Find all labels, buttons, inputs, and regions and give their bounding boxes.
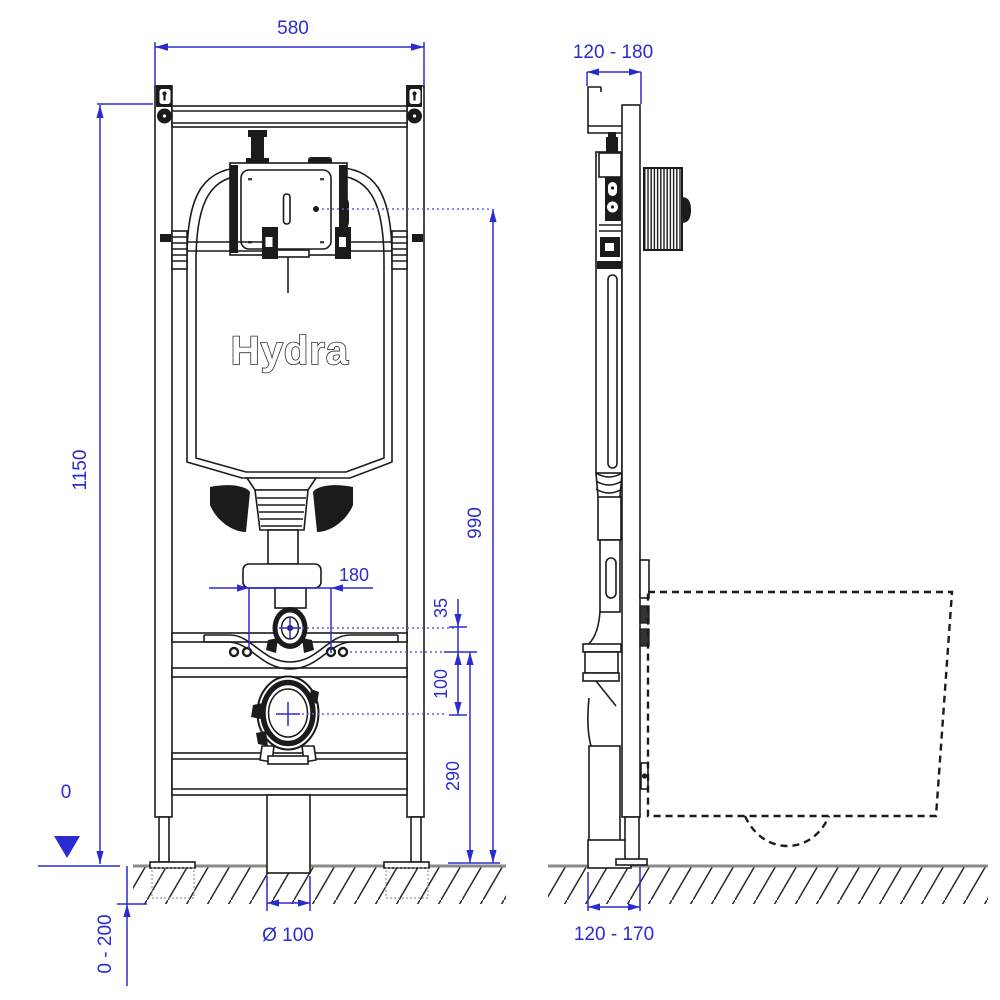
actuator-slot: [282, 193, 291, 225]
svg-text:580: 580: [277, 18, 309, 39]
top-crossbar: [171, 105, 408, 128]
svg-text:120 - 170: 120 - 170: [574, 924, 654, 945]
fixing-hole: [228, 646, 240, 658]
side-rail: [615, 104, 648, 866]
actuator-reference-point: [313, 206, 319, 212]
brand-logo: Hydra: [231, 329, 349, 373]
foot-extension-ghost: [151, 867, 195, 899]
corner-bracket-left: [156, 85, 172, 124]
floor-hatching: [133, 864, 988, 904]
toilet-pan-outline: [646, 590, 954, 848]
mounting-wing-left: [210, 485, 250, 532]
fixing-hole: [337, 646, 349, 658]
waste-outlet: [251, 675, 320, 765]
pan-fixing-plate: [203, 634, 399, 670]
dim-bend-to-plate: 35: [431, 598, 477, 715]
front-view: Hydra: [149, 85, 430, 899]
dimension-annotations: 580 1150 0 0 - 200: [38, 18, 654, 986]
datum-triangle-icon: [54, 836, 80, 858]
svg-text:Ø 100: Ø 100: [262, 925, 314, 946]
wall-anchor-brackets: [160, 227, 423, 270]
filler-valve-cap: [248, 130, 267, 137]
dim-total-height: 1150: [70, 103, 153, 864]
centre-cross-flush-bend: [279, 617, 301, 639]
actuator-protection-box: [643, 167, 691, 251]
datum-marker: 0: [38, 782, 120, 867]
svg-text:290: 290: [443, 761, 463, 791]
dim-floor-range: 0 - 200: [95, 866, 147, 986]
dim-outlet-height: 290: [443, 652, 500, 864]
mounting-wing-right: [313, 485, 353, 532]
side-cistern-profile: [595, 132, 623, 541]
dim-outlet-diameter: Ø 100: [262, 876, 314, 946]
svg-text:0: 0: [61, 782, 72, 803]
svg-text:120 - 180: 120 - 180: [573, 42, 653, 63]
svg-text:1150: 1150: [70, 450, 91, 491]
foot-extension-ghost: [385, 867, 429, 899]
dim-depth-bottom: 120 - 170: [574, 867, 654, 945]
frame-rails: [149, 85, 430, 899]
dim-actuator-height: 990: [465, 209, 497, 863]
centre-cross-outlet: [276, 702, 300, 726]
dim-plate-to-outlet: 100: [431, 669, 467, 716]
corner-bracket-right: [406, 85, 422, 124]
svg-text:180: 180: [339, 565, 369, 585]
pan-fixing-points-side: [639, 559, 650, 790]
svg-text:100: 100: [431, 669, 451, 699]
drain-pipe-stub: [266, 794, 311, 874]
fixing-hole: [241, 646, 253, 658]
pipe-collar: [242, 563, 322, 589]
protection-box-knob: [682, 197, 691, 223]
svg-text:35: 35: [431, 598, 451, 618]
wall-hanger-bracket: [587, 86, 622, 134]
dim-top-width: 580: [154, 18, 425, 86]
svg-text:0 - 200: 0 - 200: [95, 914, 116, 973]
bellows: [254, 489, 309, 531]
side-view: [582, 86, 954, 869]
dim-flush-bend-offset: 180: [209, 565, 373, 653]
svg-text:990: 990: [465, 507, 486, 539]
dim-depth-top: 120 - 180: [573, 42, 653, 104]
